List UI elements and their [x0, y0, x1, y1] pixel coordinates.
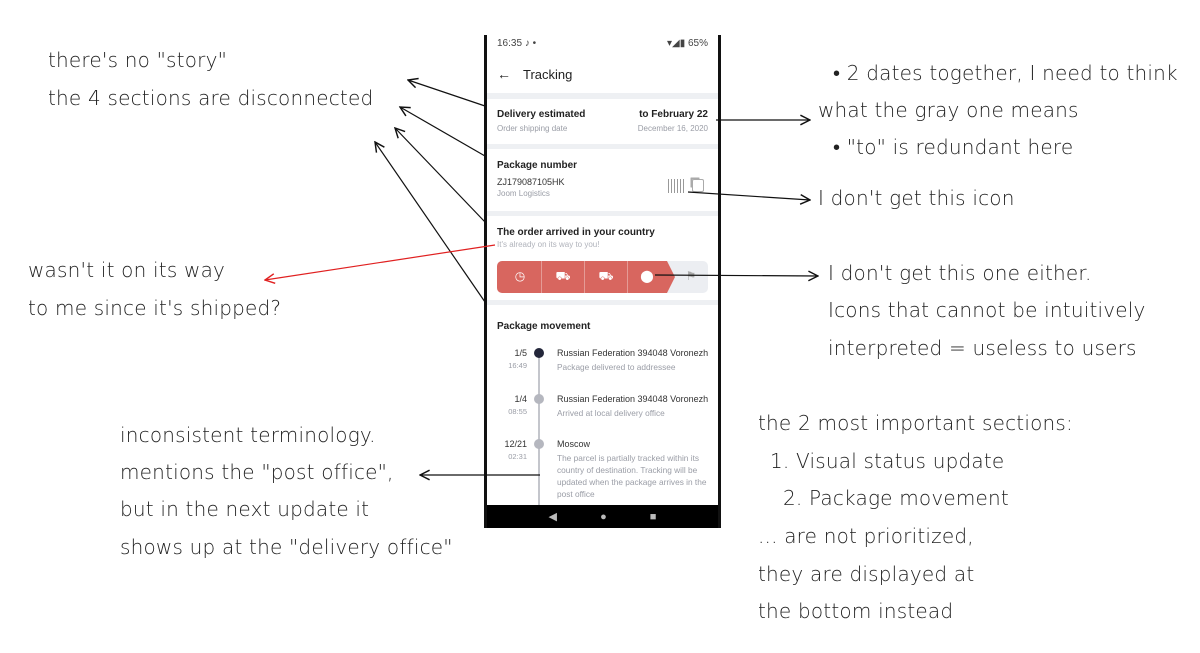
annotation-story: the 4 sections are disconnected — [48, 86, 374, 110]
carrier: Joom Logistics — [497, 189, 550, 198]
red-arrow — [265, 244, 496, 280]
timeline-dot — [534, 348, 544, 358]
clock: 16:35 — [497, 38, 523, 49]
annotation-terminology: shows up at the "delivery office" — [120, 535, 453, 559]
annotation-important: they are displayed at — [758, 562, 975, 586]
event-date: 1/5 — [514, 348, 527, 358]
step-divider — [620, 261, 628, 293]
delivery-title: Delivery estimated — [497, 109, 586, 120]
flag-icon: ⚑ — [685, 269, 697, 283]
event-time: 16:49 — [508, 361, 527, 370]
step-divider — [534, 261, 542, 293]
annotation-dates: what the gray one means — [818, 98, 1079, 122]
annotation-icon: I don't get this icon — [818, 186, 1015, 210]
nav-recents-icon[interactable]: ■ — [649, 510, 657, 523]
event-place: Russian Federation 394048 Voronezh — [557, 394, 709, 404]
event-date: 12/21 — [504, 439, 527, 449]
arrow — [654, 275, 818, 276]
back-arrow-icon[interactable]: ← — [497, 66, 511, 82]
status-bar: 16:35 ♪ • ▾◢▮ 65% — [487, 35, 718, 55]
annotation-dates: • 2 dates together, I need to think — [833, 61, 1178, 85]
truck-icon: ⛟ — [598, 269, 614, 283]
arrow — [395, 128, 486, 223]
phone-screenshot: 16:35 ♪ • ▾◢▮ 65% ← Tracking Delivery es… — [484, 35, 721, 528]
annotation-important: 2. Package movement — [783, 486, 1009, 510]
cart-icon: ⛟ — [555, 269, 571, 283]
event-description: Arrived at local delivery office — [557, 408, 665, 418]
annotation-important: 1. Visual status update — [770, 449, 1005, 473]
annotation-way: to me since it's shipped? — [28, 296, 282, 320]
event-time: 02:31 — [508, 452, 527, 461]
annotation-important: ... are not prioritized, — [758, 524, 974, 548]
delivery-subtitle: Order shipping date — [497, 124, 568, 133]
event-place: Moscow — [557, 439, 591, 449]
movement-section: Package movement 1/5 16:49 Russian Feder… — [487, 305, 718, 515]
clock-icon: ◷ — [514, 269, 526, 283]
shipping-date: December 16, 2020 — [637, 124, 708, 133]
app-header: ← Tracking — [487, 55, 718, 93]
nav-home-icon[interactable]: ● — [600, 510, 607, 523]
arrow — [687, 191, 810, 200]
movement-title: Package movement — [497, 321, 591, 332]
nav-back-icon[interactable]: ◀ — [548, 511, 557, 523]
arrow — [400, 107, 486, 157]
arrow — [408, 80, 486, 107]
event-description: The parcel is partially tracked within i… — [557, 453, 707, 499]
package-section: Package number ZJ179087105HK Joom Logist… — [487, 149, 718, 211]
page-title: Tracking — [523, 66, 573, 82]
status-section: The order arrived in your country It's a… — [487, 216, 718, 300]
event-place: Russian Federation 394048 Voronezh — [557, 348, 709, 358]
annotation-way: wasn't it on its way — [28, 258, 226, 282]
barcode-icon[interactable] — [668, 179, 684, 193]
annotation-icons: Icons that cannot be intuitively — [828, 298, 1146, 322]
annotation-terminology: mentions the "post office", — [120, 460, 394, 484]
annotation-dates: • "to" is redundant here — [833, 135, 1074, 159]
event-date: 1/4 — [514, 394, 527, 404]
arrow — [375, 142, 486, 303]
delivery-section: Delivery estimated Order shipping date t… — [487, 99, 718, 144]
package-title: Package number — [497, 160, 578, 171]
event-time: 08:55 — [508, 407, 527, 416]
location-pin-icon: ⬤ — [640, 269, 654, 283]
timeline-dot — [534, 394, 544, 404]
annotation-icons: I don't get this one either. — [828, 261, 1092, 285]
annotation-terminology: but in the next update it — [120, 497, 370, 521]
notification-icons: ♪ • — [524, 38, 537, 49]
annotation-story: there's no "story" — [48, 48, 228, 72]
status-subtitle: It's already on its way to you! — [497, 240, 600, 249]
delivery-date: to February 22 — [639, 109, 708, 120]
status-progress: ◷ ⛟ ⛟ ⬤ ⚑ — [497, 261, 708, 293]
annotation-icons: interpreted = useless to users — [828, 336, 1137, 360]
signal-battery-icon: ▾◢▮ — [666, 38, 688, 49]
annotation-important: the bottom instead — [758, 599, 954, 623]
timeline-line — [538, 355, 540, 515]
step-divider — [577, 261, 585, 293]
annotation-important: the 2 most important sections: — [758, 411, 1073, 435]
package-number: ZJ179087105HK — [497, 177, 565, 187]
android-nav-bar: ◀ ● ■ — [487, 505, 718, 528]
battery-level: 65% — [687, 38, 708, 49]
event-description: Package delivered to addressee — [557, 362, 676, 372]
status-progress-fill — [497, 261, 675, 293]
copy-icon[interactable] — [692, 179, 704, 192]
timeline-dot — [534, 439, 544, 449]
status-title: The order arrived in your country — [497, 227, 655, 238]
annotation-terminology: inconsistent terminology. — [120, 423, 376, 447]
